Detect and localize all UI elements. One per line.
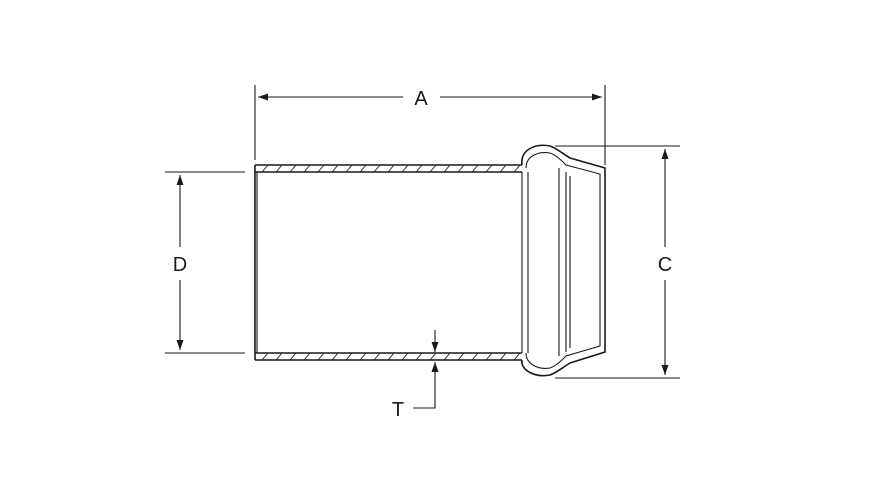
dimension-label-a: A: [414, 88, 428, 110]
dimension-d: D: [165, 171, 245, 354]
hatch-line: [513, 352, 521, 361]
dimension-a: A: [254, 85, 606, 165]
hatch-line: [499, 352, 507, 361]
dimension-t: T: [392, 330, 439, 421]
hatch-line: [485, 352, 493, 361]
dimension-c: C: [555, 145, 680, 379]
hatch-line: [499, 164, 507, 173]
hatch-line: [387, 352, 395, 361]
hatch-line: [303, 352, 311, 361]
hatch-line: [457, 164, 465, 173]
hatch-line: [331, 352, 339, 361]
hatch-line: [429, 164, 437, 173]
hatch-line: [485, 164, 493, 173]
hatch-line: [345, 352, 353, 361]
pipe-body: [254, 164, 522, 361]
hatch-line: [261, 352, 269, 361]
hatch-line: [275, 164, 283, 173]
hatch-line: [289, 164, 297, 173]
hatch-line: [401, 164, 409, 173]
hatch-line: [373, 352, 381, 361]
hatch-line: [443, 164, 451, 173]
wall-hatch-bottom: [261, 352, 521, 361]
dimension-label-t: T: [392, 399, 404, 421]
hatch-line: [415, 164, 423, 173]
wall-hatch-top: [261, 164, 521, 173]
hatch-line: [429, 352, 437, 361]
hatch-line: [303, 164, 311, 173]
hatch-line: [317, 352, 325, 361]
hatch-line: [401, 352, 409, 361]
hatch-line: [345, 164, 353, 173]
hatch-line: [471, 164, 479, 173]
hatch-line: [513, 164, 521, 173]
dimension-label-d: D: [173, 254, 187, 276]
hatch-line: [289, 352, 297, 361]
hatch-line: [415, 352, 423, 361]
hatch-line: [359, 352, 367, 361]
pipe-bead: [521, 144, 606, 377]
hatch-line: [443, 352, 451, 361]
hatch-line: [275, 352, 283, 361]
hatch-line: [387, 164, 395, 173]
hatch-line: [331, 164, 339, 173]
dimension-label-c: C: [658, 254, 672, 276]
hatch-line: [373, 164, 381, 173]
hatch-line: [457, 352, 465, 361]
hatch-line: [471, 352, 479, 361]
hatch-line: [317, 164, 325, 173]
hatch-line: [261, 164, 269, 173]
hatch-line: [359, 164, 367, 173]
